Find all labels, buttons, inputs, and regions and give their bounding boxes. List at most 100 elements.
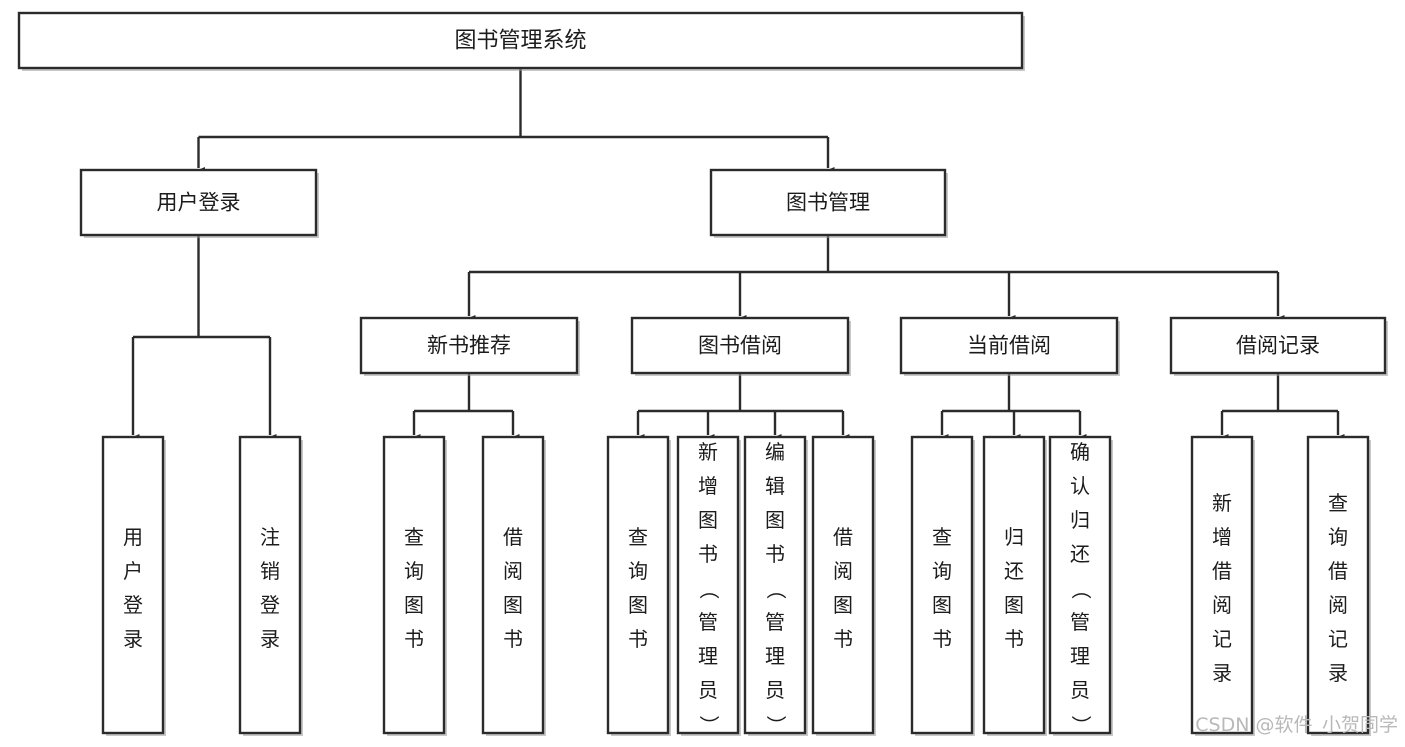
node-book-borrow[interactable]: 图书借阅	[630, 316, 851, 376]
svg-text:图: 图	[404, 593, 424, 617]
svg-text:销: 销	[260, 559, 280, 583]
svg-text:理: 理	[765, 644, 785, 668]
svg-text:图: 图	[698, 508, 718, 532]
svg-text:还: 还	[1070, 542, 1090, 566]
node-label-current-borrow: 当前借阅	[967, 334, 1051, 358]
node-book-manage[interactable]: 图书管理	[709, 168, 948, 238]
svg-text:确: 确	[1070, 440, 1090, 464]
svg-text:）: ）	[1069, 715, 1093, 735]
svg-text:认: 认	[1070, 474, 1090, 498]
node-user-login[interactable]: 用户登录	[79, 168, 319, 238]
svg-text:辑: 辑	[765, 474, 785, 498]
svg-text:书: 书	[765, 542, 785, 566]
svg-text:借: 借	[503, 525, 523, 549]
node-root-root[interactable]: 图书管理系统	[17, 11, 1025, 71]
svg-text:新: 新	[698, 440, 718, 464]
node-label-book-manage: 图书管理	[786, 191, 870, 215]
svg-text:理: 理	[698, 644, 718, 668]
svg-text:询: 询	[628, 559, 648, 583]
node-borrow-record[interactable]: 借阅记录	[1169, 316, 1388, 376]
connector-lines	[126, 68, 1345, 445]
svg-text:阅: 阅	[503, 559, 523, 583]
svg-text:查: 查	[404, 525, 424, 549]
svg-text:询: 询	[1328, 525, 1348, 549]
svg-text:录: 录	[123, 627, 143, 651]
svg-text:（: （	[764, 579, 788, 599]
svg-text:员: 员	[1070, 678, 1090, 702]
svg-text:录: 录	[1328, 661, 1348, 685]
svg-text:借: 借	[1328, 559, 1348, 583]
svg-text:图: 图	[1004, 593, 1024, 617]
svg-text:阅: 阅	[1212, 593, 1232, 617]
svg-text:录: 录	[1212, 661, 1232, 685]
svg-text:书: 书	[404, 627, 424, 651]
svg-text:还: 还	[1004, 559, 1024, 583]
leaf-label-leaf-user-login: 用户登录	[123, 525, 143, 651]
svg-text:登: 登	[260, 593, 280, 617]
svg-text:书: 书	[698, 542, 718, 566]
csdn-watermark: CSDN @软件_小贺同学	[1195, 714, 1398, 736]
svg-text:图: 图	[833, 593, 853, 617]
svg-text:编: 编	[765, 440, 785, 464]
leaf-node-leaf-user-login[interactable]: 用户登录	[101, 435, 166, 736]
svg-text:管: 管	[698, 610, 718, 634]
svg-text:查: 查	[932, 525, 952, 549]
svg-text:询: 询	[404, 559, 424, 583]
svg-text:增: 增	[1212, 525, 1232, 549]
svg-text:阅: 阅	[1328, 593, 1348, 617]
svg-text:书: 书	[628, 627, 648, 651]
svg-text:图: 图	[932, 593, 952, 617]
node-new-book-recommend[interactable]: 新书推荐	[359, 316, 580, 376]
svg-text:借: 借	[1212, 559, 1232, 583]
svg-text:查: 查	[628, 525, 648, 549]
svg-text:归: 归	[1070, 508, 1090, 532]
svg-text:询: 询	[932, 559, 952, 583]
node-label-book-borrow: 图书借阅	[698, 334, 782, 358]
svg-text:记: 记	[1328, 627, 1348, 651]
node-label-root: 图书管理系统	[454, 29, 586, 54]
svg-text:理: 理	[1070, 644, 1090, 668]
node-current-borrow[interactable]: 当前借阅	[899, 316, 1120, 376]
svg-text:查: 查	[1328, 491, 1348, 515]
svg-text:归: 归	[1004, 525, 1024, 549]
svg-text:图: 图	[765, 508, 785, 532]
svg-text:）: ）	[764, 715, 788, 735]
node-label-user-login: 用户登录	[157, 191, 241, 215]
node-boxes: 图书管理系统用户登录图书管理新书推荐图书借阅当前借阅借阅记录用户登录注销登录查询…	[17, 11, 1388, 736]
svg-text:书: 书	[833, 627, 853, 651]
svg-text:录: 录	[260, 627, 280, 651]
svg-text:注: 注	[260, 525, 280, 549]
svg-text:员: 员	[698, 678, 718, 702]
svg-text:增: 增	[698, 474, 718, 498]
svg-text:记: 记	[1212, 627, 1232, 651]
svg-text:（: （	[697, 579, 721, 599]
svg-text:管: 管	[765, 610, 785, 634]
node-label-borrow-record: 借阅记录	[1236, 334, 1320, 358]
svg-text:）: ）	[697, 715, 721, 735]
svg-text:管: 管	[1070, 610, 1090, 634]
svg-text:员: 员	[765, 678, 785, 702]
